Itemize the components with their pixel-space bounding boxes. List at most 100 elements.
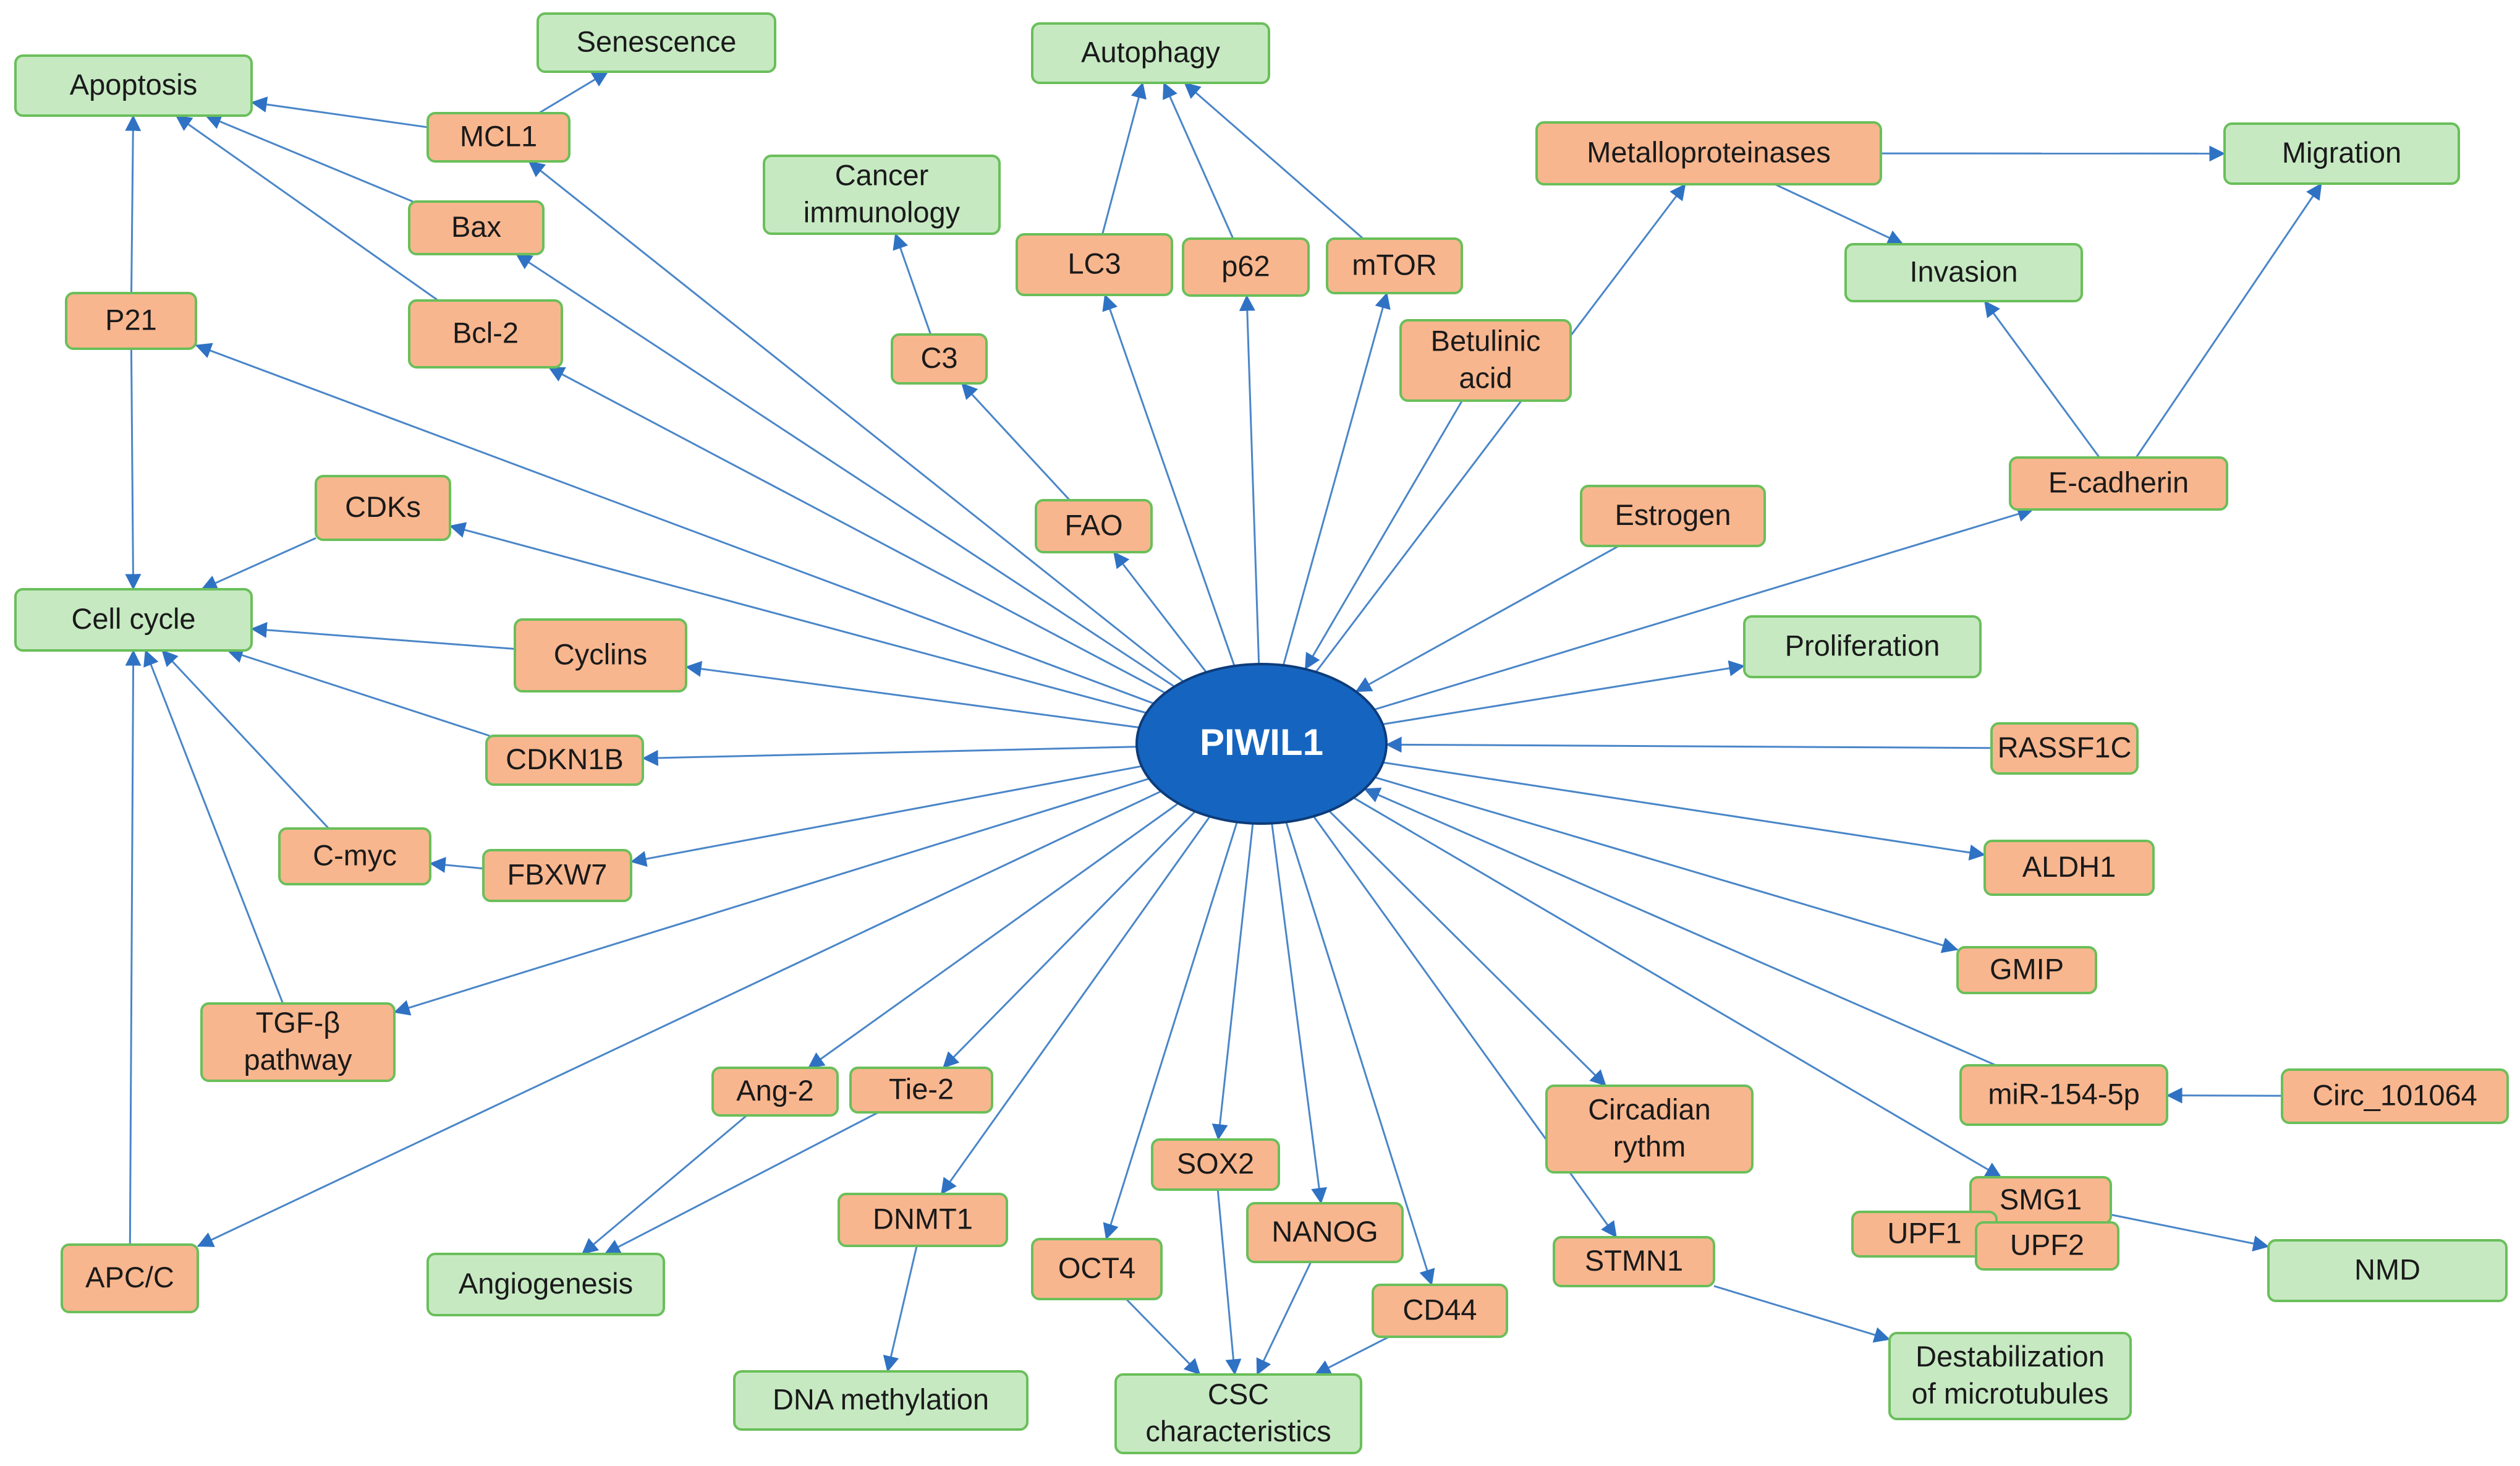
node-box-tgf-beta-pathway (200, 1002, 396, 1082)
node-nanog: NANOG (1246, 1202, 1404, 1263)
node-label-destabilization-of-microtubules-line-2: of microtubules (1912, 1377, 2109, 1410)
edge-cd44-to-csc-characteristics (1314, 1336, 1389, 1376)
edge-tgf-beta-pathway-to-cell-cycle (143, 649, 284, 1004)
edge-dnmt1-to-dna-methylation (883, 1245, 918, 1373)
node-sox2: SOX2 (1151, 1138, 1280, 1191)
node-label-circadian-rythm-line-2: rythm (1613, 1130, 1686, 1162)
node-p21: P21 (65, 292, 197, 350)
node-label-nanog: NANOG (1271, 1215, 1378, 1248)
node-rassf1c: RASSF1C (1990, 722, 2139, 775)
node-box-cdkn1b (485, 735, 644, 786)
node-cyclins: Cyclins (514, 618, 687, 693)
node-label-upf1: UPF1 (1887, 1216, 1961, 1249)
node-circ-101064: Circ_101064 (2281, 1068, 2509, 1124)
edge-tie-2-to-angiogenesis (604, 1111, 879, 1255)
edge-p21-to-apoptosis (125, 114, 142, 294)
node-label-fbxw7: FBXW7 (507, 858, 608, 890)
edge-piwil1-to-tie-2 (942, 811, 1196, 1069)
node-label-cyclins: Cyclins (554, 637, 647, 670)
edge-piwil1-to-cyclins (685, 660, 1140, 729)
edge-piwil1-to-cd44 (1285, 822, 1435, 1286)
node-label-csc-characteristics-line-2: characteristics (1145, 1415, 1331, 1447)
edge-stmn1-to-destabilization-of-microtubules (1713, 1285, 1891, 1343)
edge-piwil1-to-mtor (1282, 292, 1391, 666)
node-cd44: CD44 (1372, 1284, 1508, 1338)
node-migration: Migration (2223, 122, 2460, 185)
node-lc3: LC3 (1016, 233, 1173, 296)
node-box-p21 (65, 292, 197, 350)
node-upf1: UPF1 (1851, 1211, 1998, 1258)
edge-piwil1-to-aldh1 (1383, 761, 1986, 861)
node-box-destabilization-of-microtubules (1888, 1332, 2132, 1420)
edge-piwil1-to-p21 (195, 343, 1155, 705)
node-label-p21: P21 (105, 303, 157, 336)
node-label-bcl2: Bcl-2 (452, 316, 519, 349)
node-e-cadherin: E-cadherin (2009, 456, 2228, 511)
node-box-proliferation (1743, 615, 1982, 678)
node-label-betulinic-acid-line-1: Betulinic (1431, 324, 1541, 357)
node-label-sox2: SOX2 (1177, 1147, 1254, 1180)
node-label-destabilization-of-microtubules-line-1: Destabilization (1915, 1340, 2105, 1373)
node-box-c-myc (278, 827, 431, 885)
node-label-autophagy: Autophagy (1081, 35, 1220, 68)
node-box-apc-c (61, 1243, 199, 1313)
edge-piwil1-to-nanog (1271, 823, 1328, 1204)
node-dnmt1: DNMT1 (838, 1193, 1008, 1247)
node-mtor: mTOR (1326, 237, 1463, 294)
edge-piwil1-to-mcl1 (528, 160, 1184, 683)
node-label-ang-2: Ang-2 (736, 1074, 813, 1107)
node-box-cdks (315, 475, 451, 541)
node-box-csc-characteristics (1114, 1373, 1362, 1454)
node-apoptosis: Apoptosis (14, 54, 253, 117)
node-label-metalloproteinases: Metalloproteinases (1587, 135, 1831, 168)
edge-mtor-to-autophagy (1184, 82, 1364, 240)
edge-piwil1-to-smg1 (1353, 796, 2002, 1178)
node-box-mcl1 (426, 112, 571, 163)
edge-sox2-to-csc-characteristics (1216, 1189, 1242, 1376)
edge-piwil1-to-fao (1113, 551, 1207, 673)
node-box-circ-101064 (2281, 1068, 2509, 1124)
node-label-tie-2: Tie-2 (889, 1072, 954, 1105)
node-label-estrogen: Estrogen (1614, 498, 1731, 531)
node-box-oct4 (1031, 1238, 1163, 1300)
node-gmip: GMIP (1956, 946, 2097, 994)
node-box-bax (408, 200, 545, 255)
node-cdks: CDKs (315, 475, 451, 541)
edge-betulinic-acid-to-piwil1 (1304, 400, 1463, 670)
node-angiogenesis: Angiogenesis (426, 1253, 665, 1316)
edge-piwil1-to-ang-2 (807, 802, 1179, 1069)
node-aldh1: ALDH1 (1983, 840, 2155, 896)
node-estrogen: Estrogen (1580, 485, 1766, 547)
edge-piwil1-to-fbxw7 (630, 765, 1142, 867)
edge-smg1-to-nmd (2110, 1214, 2270, 1251)
node-c-myc: C-myc (278, 827, 431, 885)
node-label-dnmt1: DNMT1 (873, 1202, 973, 1235)
edge-c3-to-cancer-immunology (893, 232, 932, 335)
node-box-cyclins (514, 618, 687, 693)
node-box-apoptosis (14, 54, 253, 117)
edge-bax-to-apoptosis (205, 114, 414, 203)
node-box-upf2 (1975, 1221, 2119, 1271)
node-cdkn1b: CDKN1B (485, 735, 644, 786)
node-box-e-cadherin (2009, 456, 2228, 511)
node-box-betulinic-acid (1399, 319, 1572, 402)
node-invasion: Invasion (1844, 243, 2083, 302)
node-label-aldh1: ALDH1 (2022, 850, 2116, 883)
node-label-c-myc: C-myc (313, 838, 397, 871)
edge-bcl2-to-apoptosis (175, 114, 439, 302)
edge-piwil1-to-gmip (1374, 776, 1959, 953)
node-label-cdks: CDKs (345, 490, 421, 523)
edge-cdkn1b-to-cell-cycle (226, 647, 490, 737)
edge-piwil1-to-oct4 (1103, 822, 1238, 1240)
node-box-cancer-immunology (763, 155, 1001, 235)
node-p62: p62 (1182, 237, 1310, 297)
edge-piwil1-to-e-cadherin (1373, 506, 2034, 711)
edge-piwil1-to-bax (515, 253, 1176, 688)
edge-fbxw7-to-c-myc (429, 856, 484, 873)
node-label-gmip: GMIP (1990, 952, 2064, 985)
node-senescence: Senescence (537, 12, 776, 73)
edge-nanog-to-csc-characteristics (1256, 1261, 1312, 1376)
piwil1-hub-node (1135, 663, 1388, 825)
